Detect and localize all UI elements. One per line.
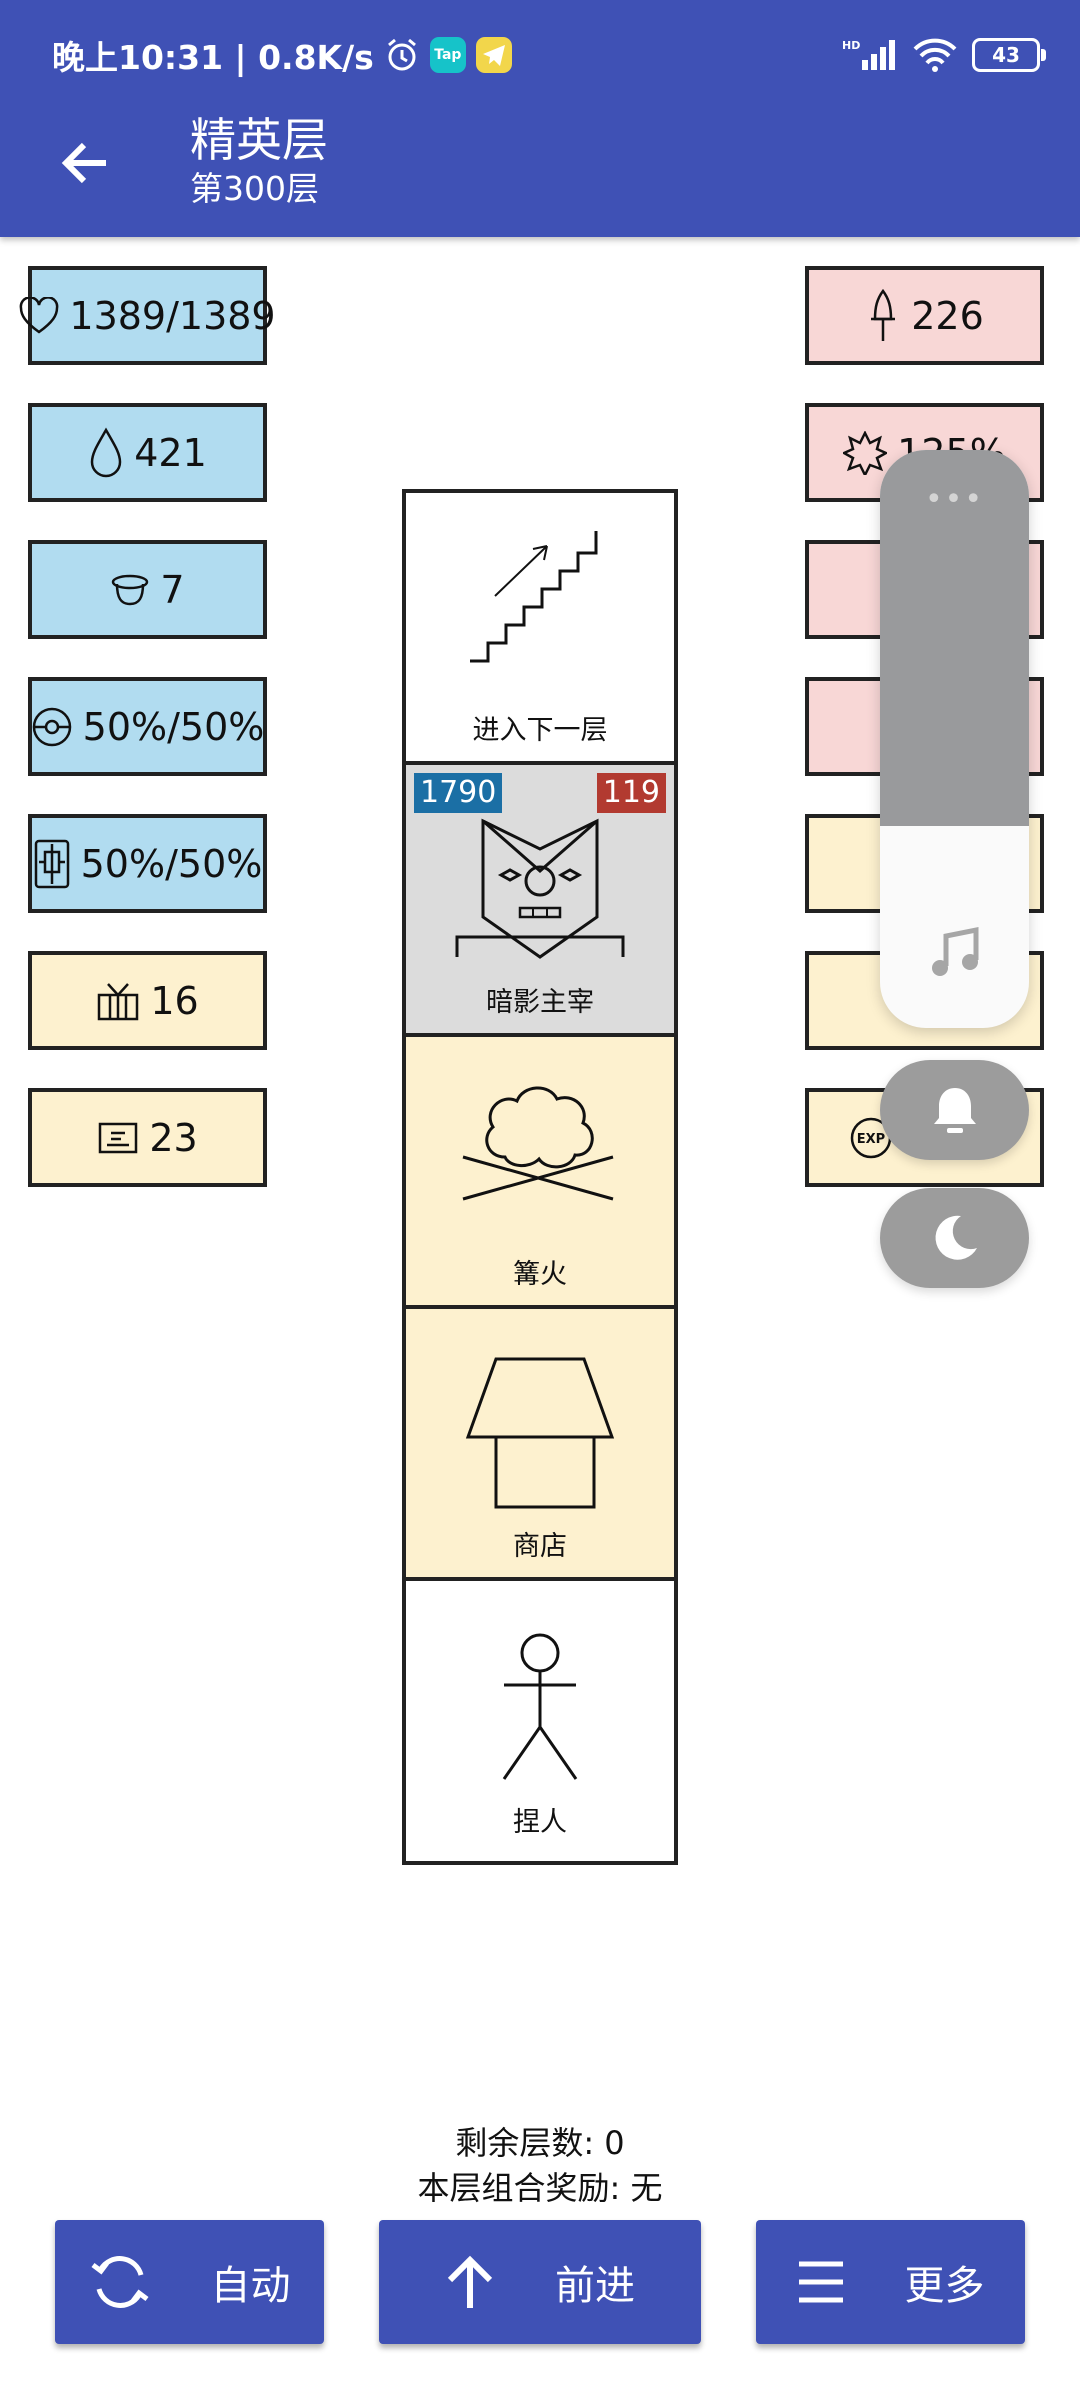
cell-label: 进入下一层	[472, 715, 608, 746]
campfire-icon	[462, 1086, 614, 1201]
treasure-icon	[98, 982, 139, 1020]
more-label: 更多	[904, 2263, 985, 2309]
cell-label: 捏人	[513, 1807, 567, 1838]
stat-value: 7	[160, 567, 185, 612]
stat-value: 226	[911, 293, 984, 338]
stat-value: 23	[149, 1115, 198, 1160]
stat-helmet[interactable]: 7	[28, 540, 267, 639]
shield-orb-icon	[32, 707, 71, 746]
helmet-icon	[112, 574, 149, 605]
shadow-lord-icon	[455, 818, 625, 959]
menu-icon	[798, 2261, 843, 2303]
moon-icon	[935, 1215, 977, 1260]
stat-armor[interactable]: 50%/50%	[28, 814, 267, 913]
stat-mana[interactable]: 421	[28, 403, 267, 502]
stat-value: 16	[150, 978, 199, 1023]
forward-button[interactable]: 前进	[379, 2220, 701, 2344]
burst-icon	[843, 430, 888, 475]
status-time: 晚上10:31 | 0.8K/s	[52, 38, 374, 77]
sword-icon	[871, 288, 896, 341]
forward-label: 前进	[555, 2263, 635, 2309]
more-button[interactable]: 更多	[756, 2220, 1025, 2344]
tower-cell-boss[interactable]: 1790 119 暗影主宰	[406, 765, 674, 1037]
signal-icon: HD	[842, 38, 898, 72]
dark-mode-button[interactable]	[880, 1188, 1029, 1288]
stat-value: 50%/50%	[80, 841, 263, 886]
status-right: HD 43	[842, 30, 1046, 80]
enemy-hp-badge: 1790	[414, 773, 503, 813]
stat-value: 1389/1389	[69, 293, 276, 338]
telegram-icon	[475, 37, 512, 73]
more-dots-icon[interactable]: •••	[924, 482, 985, 517]
tower-cell-stairs[interactable]: 进入下一层	[406, 493, 674, 765]
cell-label: 暗影主宰	[486, 987, 594, 1018]
stick-figure-icon	[502, 1633, 578, 1780]
alarm-icon	[384, 37, 420, 73]
floor-combo-bonus: 本层组合奖励: 无	[417, 2169, 663, 2207]
stat-scroll[interactable]: 23	[28, 1088, 267, 1187]
volume-fill	[880, 450, 1029, 826]
svg-text:HD: HD	[842, 39, 860, 52]
tower-column: 进入下一层 1790 119 暗影主宰 篝火	[402, 489, 678, 1865]
stat-hp[interactable]: 1389/1389	[20, 266, 276, 365]
wifi-icon	[912, 38, 958, 72]
auto-label: 自动	[210, 2263, 291, 2309]
cell-label: 商店	[513, 1531, 567, 1562]
title-block: 精英层 第300层	[190, 112, 328, 210]
page-title: 精英层	[190, 113, 328, 167]
auto-button[interactable]: 自动	[55, 2220, 324, 2344]
cell-label: 篝火	[513, 1259, 567, 1290]
stat-value: 50%/50%	[82, 704, 265, 749]
app-bar: 晚上10:31 | 0.8K/s Tap HD 43 精英层 第300层	[0, 0, 1080, 237]
scroll-icon	[99, 1122, 138, 1153]
remaining-floors: 剩余层数: 0	[455, 2124, 625, 2162]
heart-icon	[20, 296, 59, 334]
music-note-icon	[932, 926, 979, 976]
arrow-up-icon	[447, 2255, 493, 2308]
refresh-icon	[91, 2256, 148, 2308]
back-button[interactable]	[50, 128, 120, 198]
stat-shield-orb[interactable]: 50%/50%	[28, 677, 267, 776]
stat-value: 421	[134, 430, 207, 475]
status-left: 晚上10:31 | 0.8K/s Tap	[52, 30, 512, 80]
tower-cell-shop[interactable]: 商店	[406, 1309, 674, 1581]
arrow-left-icon	[61, 142, 106, 184]
battery-icon: 43	[972, 38, 1046, 72]
ring-mode-button[interactable]	[880, 1060, 1029, 1160]
stat-treasure[interactable]: 16	[28, 951, 267, 1050]
tower-cell-character[interactable]: 捏人	[406, 1581, 674, 1853]
bell-icon	[933, 1088, 976, 1133]
svg-text:EXP: EXP	[857, 1132, 885, 1147]
drop-icon	[90, 426, 122, 477]
page-subtitle: 第300层	[190, 169, 319, 208]
tower-cell-campfire[interactable]: 篝火	[406, 1037, 674, 1309]
shop-icon	[465, 1357, 615, 1509]
stairs-icon	[470, 531, 598, 663]
enemy-attack-badge: 119	[596, 773, 666, 813]
stat-attack[interactable]: 226	[805, 266, 1044, 365]
tap-app-icon: Tap	[429, 37, 466, 73]
armor-icon	[34, 839, 69, 888]
volume-slider[interactable]: •••	[880, 450, 1029, 1028]
